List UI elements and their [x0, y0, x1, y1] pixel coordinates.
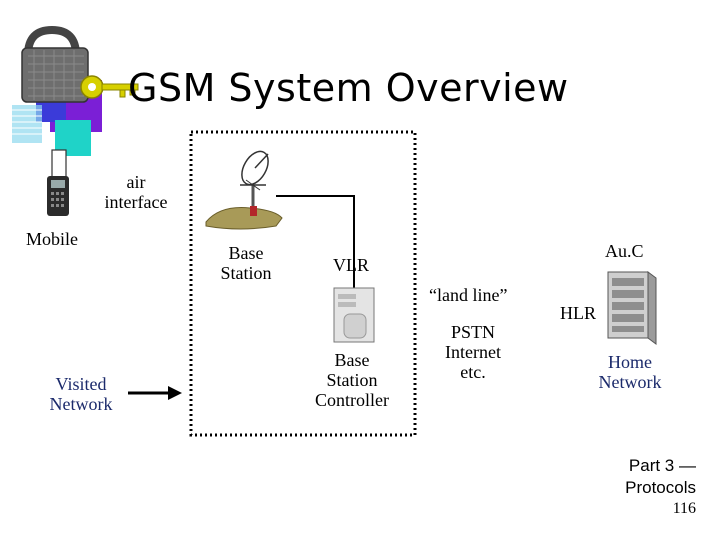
visited-network-boundary [189, 130, 417, 437]
visited-network-label: Visited Network [36, 374, 126, 414]
base-station-line-1: Base [228, 243, 264, 263]
base-station-link [276, 195, 355, 298]
air-interface-label: air interface [92, 172, 180, 212]
padlock-icon [21, 25, 89, 103]
bsc-line-3: Controller [315, 390, 389, 410]
base-station-icon [205, 150, 283, 230]
air-interface-line-2: interface [104, 192, 168, 212]
visited-network-line-1: Visited [55, 374, 107, 394]
home-network-label: Home Network [585, 352, 675, 392]
base-station-line-2: Station [220, 263, 272, 283]
home-network-line-1: Home [608, 352, 652, 372]
mobile-phone-icon [47, 149, 69, 216]
key-icon [80, 75, 139, 99]
auc-label: Au.C [605, 241, 644, 261]
slide-footer: Part 3 — Protocols [625, 455, 696, 499]
slide-title: GSM System Overview [128, 66, 569, 110]
pstn-line-1: PSTN [450, 322, 495, 342]
pstn-line-2: Internet [445, 342, 501, 362]
visited-network-line-2: Network [49, 394, 113, 414]
footer-topic: Protocols [625, 478, 696, 497]
base-station-label: Base Station [206, 243, 286, 283]
bsc-computer-icon [333, 287, 375, 343]
bsc-line-2: Station [326, 370, 378, 390]
bsc-label: Base Station Controller [302, 350, 402, 410]
arrowhead-icon [168, 386, 182, 400]
land-line-label: “land line” [429, 285, 508, 305]
mobile-label: Mobile [26, 229, 78, 249]
air-interface-line-1: air [126, 172, 146, 192]
hlr-label: HLR [560, 303, 596, 323]
footer-part: Part 3 — [628, 456, 696, 475]
pstn-line-3: etc. [460, 362, 486, 382]
home-network-line-2: Network [598, 372, 662, 392]
pstn-label: PSTN Internet etc. [430, 322, 516, 382]
page-number: 116 [672, 500, 696, 517]
hlr-server-icon [607, 271, 657, 345]
vlr-label: VLR [333, 255, 369, 275]
bsc-line-1: Base [334, 350, 370, 370]
